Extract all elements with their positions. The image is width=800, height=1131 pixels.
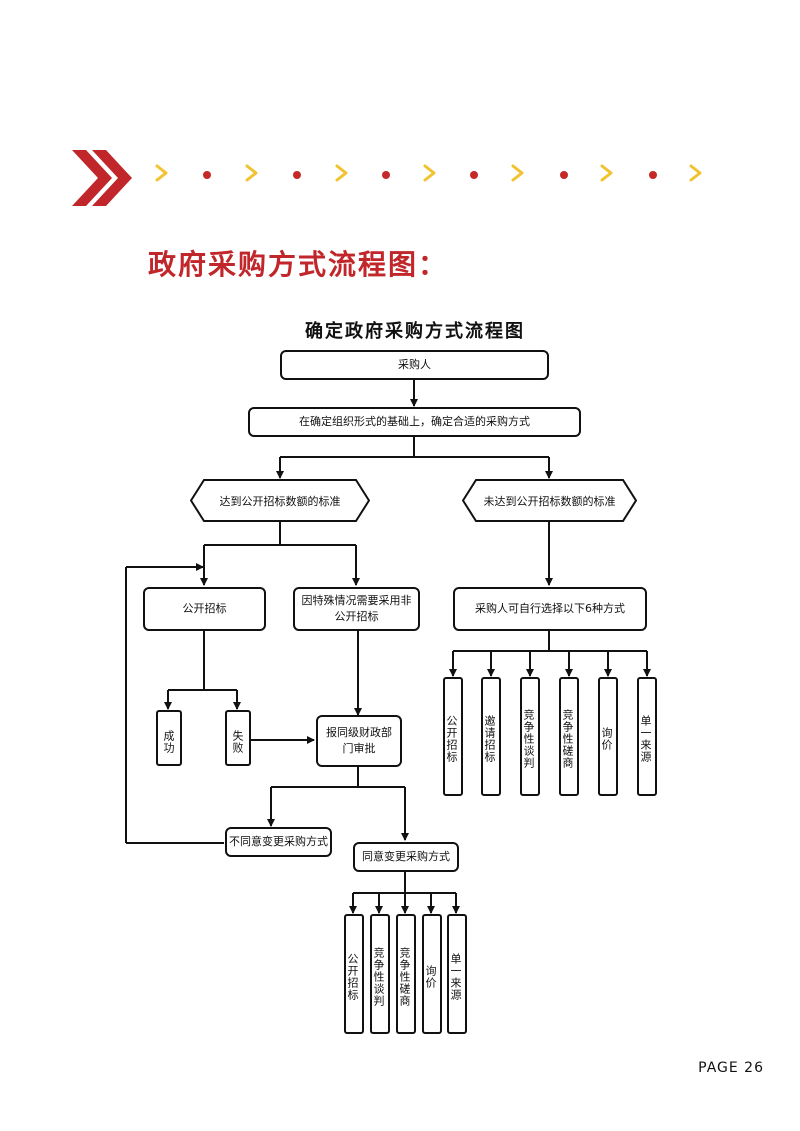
yellow-chevron-icon — [423, 164, 436, 182]
red-dot-icon — [560, 171, 568, 179]
node-determine-method: 在确定组织形式的基础上，确定合适的采购方式 — [248, 407, 581, 437]
node-open-tender: 公开招标 — [143, 587, 266, 631]
approved-method-box: 公开招标 — [344, 914, 364, 1034]
node-not-reached-threshold-label: 未达到公开招标数额的标准 — [483, 494, 616, 508]
node-special-case: 因特殊情况需要采用非公开招标 — [293, 587, 420, 631]
method-box: 邀请招标 — [481, 677, 501, 796]
page-number: PAGE 26 — [698, 1060, 764, 1076]
approved-method-box: 询价 — [422, 914, 442, 1034]
node-reached-threshold-label: 达到公开招标数额的标准 — [219, 494, 341, 508]
yellow-chevron-icon — [335, 164, 348, 182]
red-dot-icon — [649, 171, 657, 179]
node-agree-change: 同意变更采购方式 — [353, 842, 459, 872]
method-box: 单一来源 — [637, 677, 657, 796]
yellow-chevron-icon — [155, 164, 168, 182]
node-reached-threshold: 达到公开招标数额的标准 — [190, 479, 370, 522]
red-dot-icon — [293, 171, 301, 179]
node-not-reached-threshold: 未达到公开招标数额的标准 — [462, 479, 637, 522]
yellow-chevron-icon — [689, 164, 702, 182]
red-double-chevron-icon — [72, 150, 132, 206]
method-box: 竞争性磋商 — [559, 677, 579, 796]
node-success: 成功 — [156, 710, 182, 766]
node-disagree-change: 不同意变更采购方式 — [225, 827, 332, 857]
approved-method-box: 竞争性磋商 — [396, 914, 416, 1034]
yellow-chevron-icon — [245, 164, 258, 182]
red-dot-icon — [382, 171, 390, 179]
node-fail: 失败 — [225, 710, 251, 766]
node-report-finance: 报同级财政部门审批 — [316, 715, 402, 767]
page-heading: 政府采购方式流程图： — [148, 248, 449, 281]
yellow-chevron-icon — [600, 164, 613, 182]
approved-method-box: 单一来源 — [447, 914, 467, 1034]
yellow-chevron-icon — [511, 164, 524, 182]
red-dot-icon — [470, 171, 478, 179]
method-box: 竞争性谈判 — [520, 677, 540, 796]
flowchart-title: 确定政府采购方式流程图 — [305, 321, 525, 342]
method-box: 公开招标 — [443, 677, 463, 796]
node-buyer: 采购人 — [280, 350, 549, 380]
approved-method-box: 竞争性谈判 — [370, 914, 390, 1034]
method-box: 询价 — [598, 677, 618, 796]
red-dot-icon — [203, 171, 211, 179]
node-self-choose: 采购人可自行选择以下6种方式 — [453, 587, 647, 631]
